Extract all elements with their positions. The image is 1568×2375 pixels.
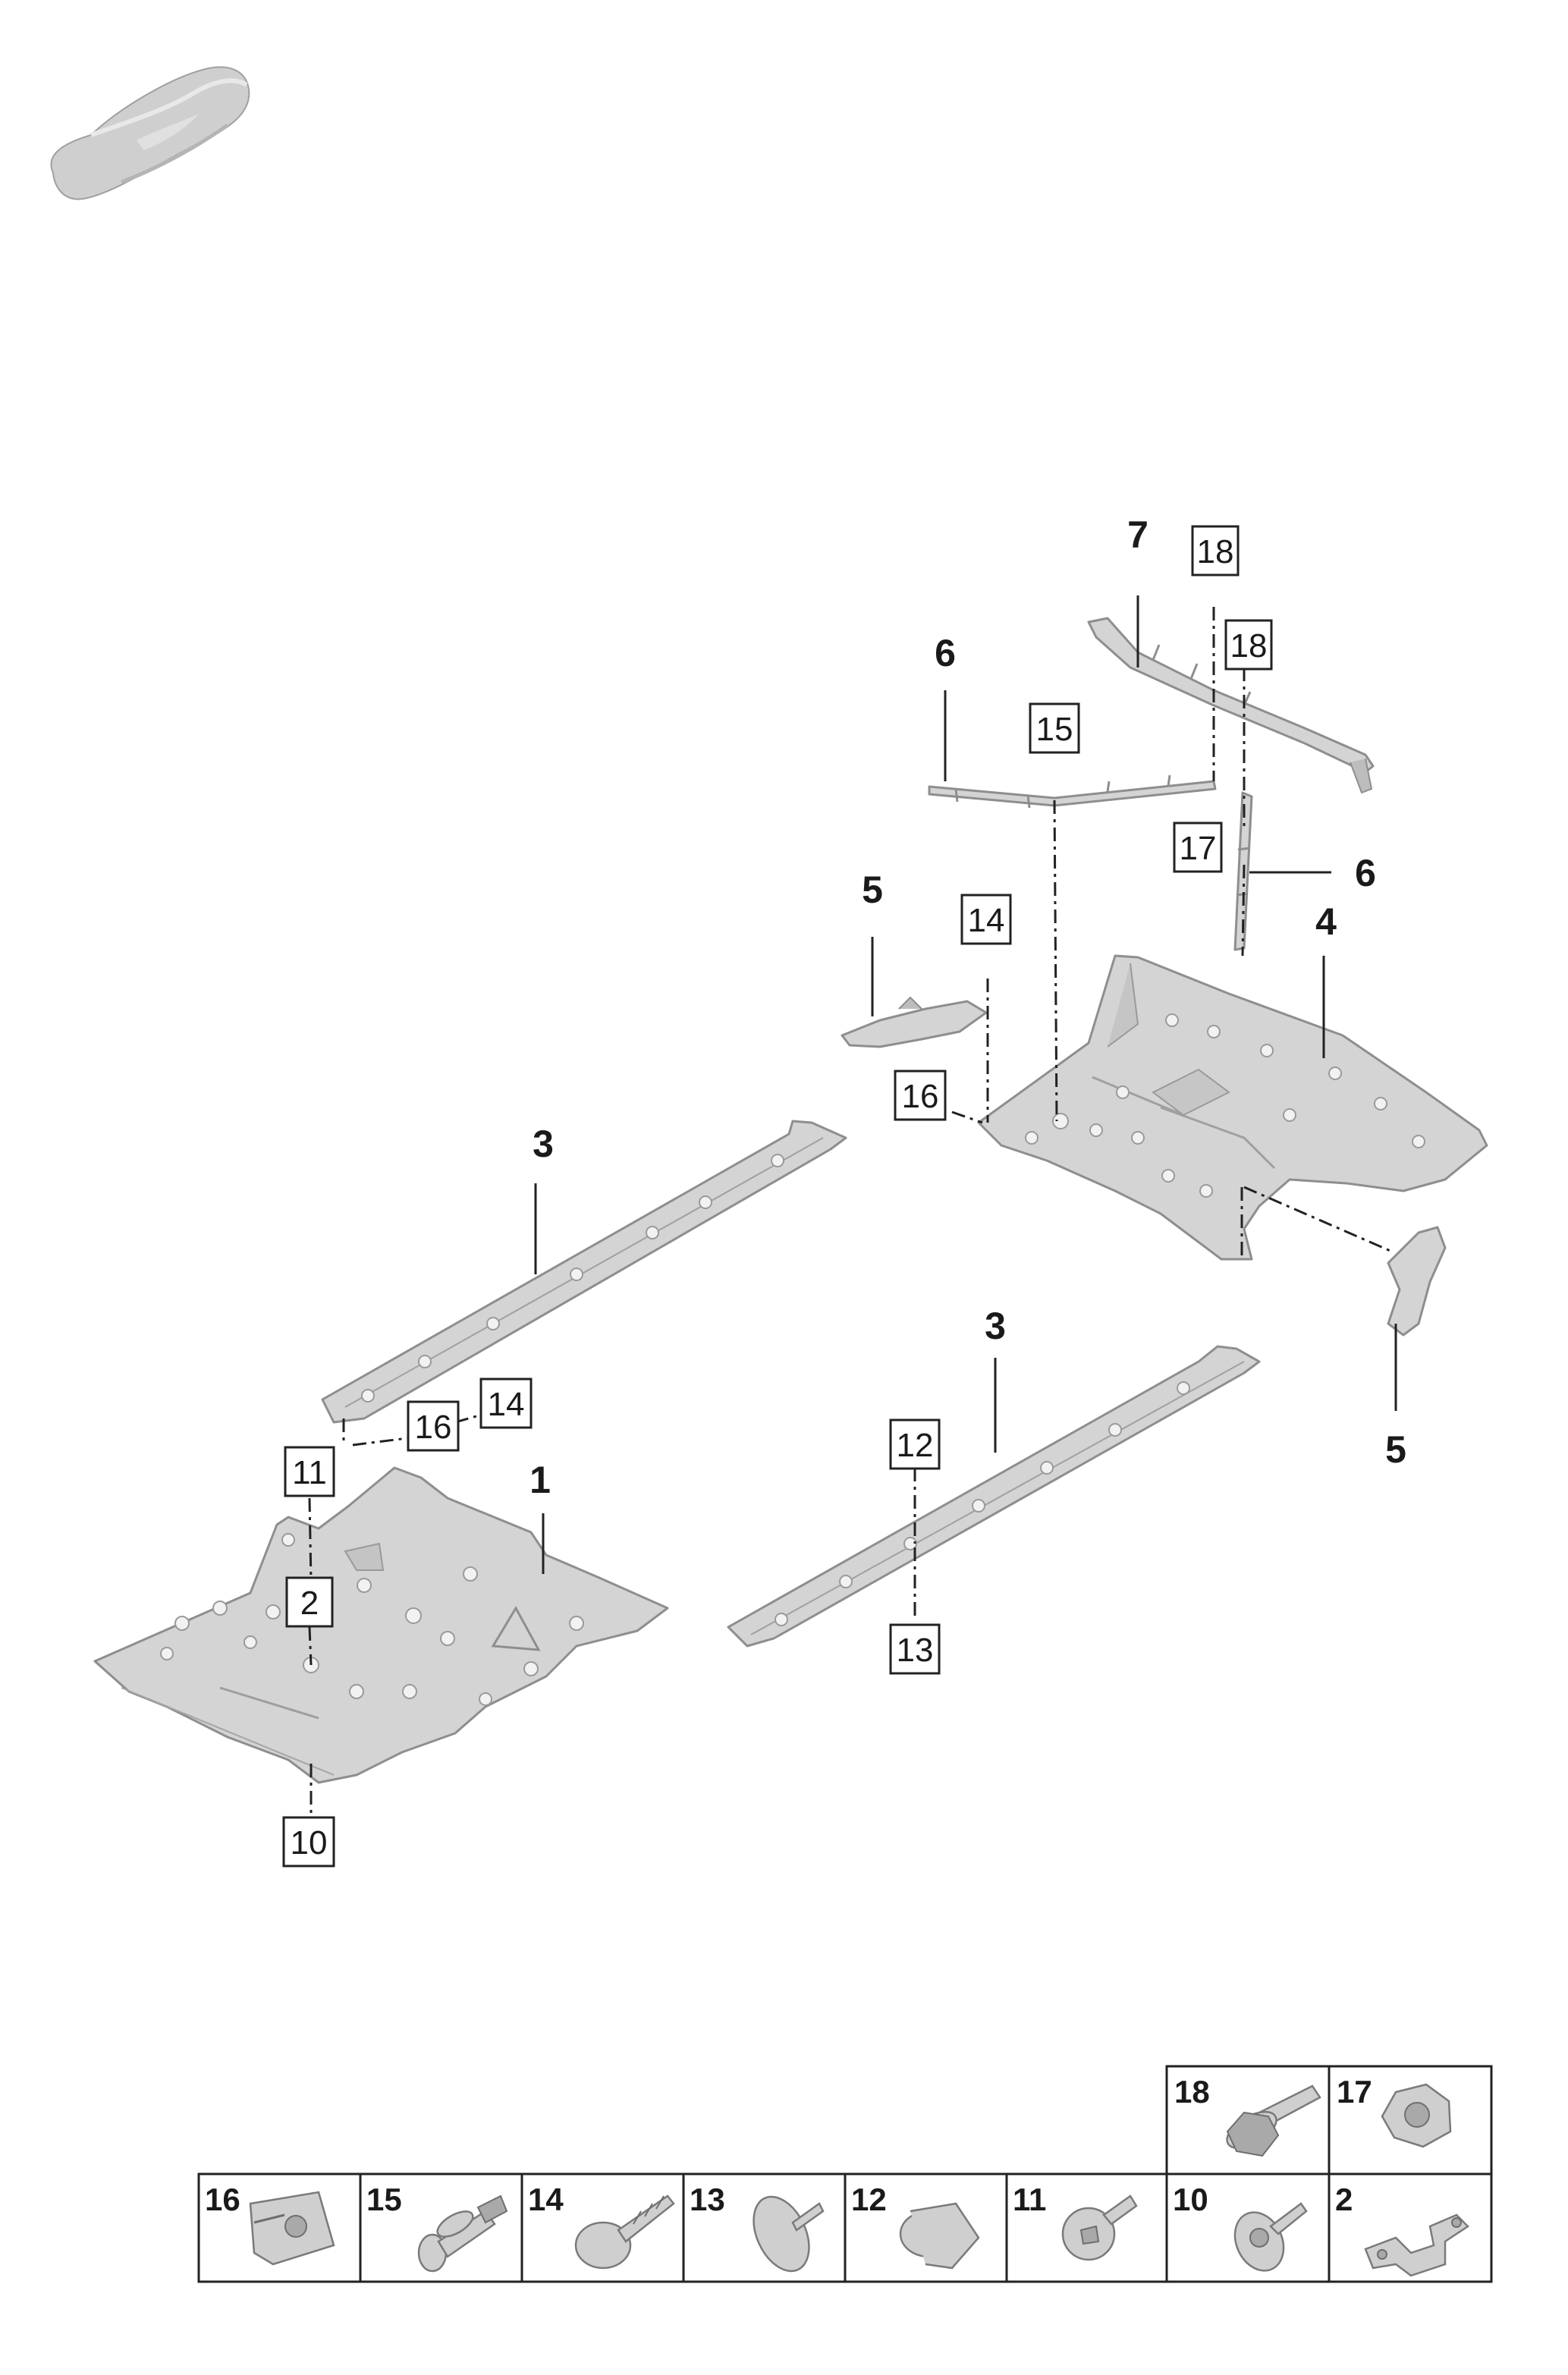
part-1-front-underbody-panel: [93, 1466, 669, 1784]
svg-text:16: 16: [902, 1078, 939, 1115]
fastener-legend-table: 18 17 16 15 14 13 12 11 10 2: [197, 2065, 1493, 2283]
part-callout-numbers: 1 3 3 4 5 5 6 6 7: [529, 514, 1406, 1501]
svg-text:12: 12: [897, 1427, 934, 1464]
svg-text:18: 18: [1230, 627, 1268, 664]
svg-text:14: 14: [968, 902, 1005, 939]
svg-text:2: 2: [300, 1585, 319, 1622]
fastener-reference-boxes: 18 18 15 17 14 16 14 16: [282, 525, 1273, 1868]
callout-5-upper: 5: [862, 869, 883, 911]
part-5-upper-bracket: [841, 996, 988, 1048]
part-5-lower-bracket: [1387, 1226, 1447, 1337]
bolt-18-icon: [1226, 2084, 1321, 2157]
vehicle-thumbnail-icon: [50, 66, 250, 200]
bracket-2-icon: [1364, 2213, 1469, 2277]
svg-text:10: 10: [291, 1824, 328, 1861]
svg-text:16: 16: [415, 1409, 452, 1446]
legend-label-2: 2: [1335, 2182, 1353, 2217]
nut-17-icon: [1381, 2083, 1452, 2148]
screw-11-icon: [1061, 2194, 1138, 2261]
legend-label-17: 17: [1337, 2074, 1372, 2110]
svg-text:15: 15: [1036, 711, 1073, 748]
callout-7: 7: [1127, 514, 1149, 556]
box-18-upper: 18: [1191, 525, 1240, 576]
svg-text:18: 18: [1197, 533, 1234, 570]
box-17: 17: [1173, 822, 1223, 873]
legend-label-13: 13: [690, 2182, 725, 2217]
alignment-lines: [308, 607, 1393, 1817]
legend-label-10: 10: [1173, 2182, 1208, 2217]
callout-4: 4: [1315, 900, 1337, 943]
box-18-lower: 18: [1224, 619, 1273, 671]
part-4-mounting-holes: [1025, 1013, 1425, 1198]
box-16-upper: 16: [894, 1070, 947, 1121]
box-10: 10: [282, 1816, 335, 1868]
legend-label-18: 18: [1174, 2074, 1210, 2110]
box-11: 11: [284, 1446, 335, 1497]
expansion-nut-12-icon: [899, 2202, 980, 2270]
part-1-mounting-holes: [160, 1533, 584, 1706]
box-15: 15: [1029, 702, 1080, 754]
callout-3-upper: 3: [533, 1123, 554, 1165]
part-3-upper-holes: [361, 1154, 784, 1403]
leader-lines: [534, 595, 1397, 1574]
screw-14-icon: [574, 2194, 675, 2270]
bolt-10-icon: [1233, 2202, 1308, 2272]
push-rivet-15-icon: [417, 2194, 508, 2273]
plug-13-icon: [753, 2195, 825, 2273]
box-13: 13: [889, 1623, 941, 1675]
legend-label-15: 15: [366, 2182, 402, 2217]
svg-text:17: 17: [1180, 830, 1217, 867]
clip-nut-16-icon: [249, 2191, 335, 2266]
legend-label-14: 14: [528, 2182, 564, 2217]
callout-5-lower: 5: [1385, 1428, 1406, 1471]
part-3-lower-side-rail: [727, 1345, 1261, 1648]
box-14-upper: 14: [960, 894, 1012, 945]
box-14-lower: 14: [479, 1378, 533, 1429]
legend-label-16: 16: [205, 2182, 240, 2217]
part-3-lower-holes: [775, 1381, 1190, 1626]
part-4-rear-underbody-panel: [977, 954, 1488, 1261]
svg-text:11: 11: [292, 1454, 327, 1491]
box-2: 2: [285, 1576, 334, 1628]
legend-label-11: 11: [1013, 2182, 1046, 2217]
legend-label-12: 12: [851, 2182, 887, 2217]
callout-3-lower: 3: [985, 1305, 1006, 1347]
callout-6-lower: 6: [1355, 852, 1376, 894]
callout-6-upper: 6: [935, 632, 956, 674]
box-12: 12: [889, 1418, 941, 1470]
svg-text:14: 14: [488, 1386, 525, 1423]
box-16-lower: 16: [407, 1400, 460, 1452]
svg-text:13: 13: [897, 1632, 934, 1669]
part-3-upper-side-rail: [321, 1120, 847, 1424]
part-6-upper-brace: [928, 774, 1217, 809]
callout-1: 1: [529, 1459, 551, 1501]
